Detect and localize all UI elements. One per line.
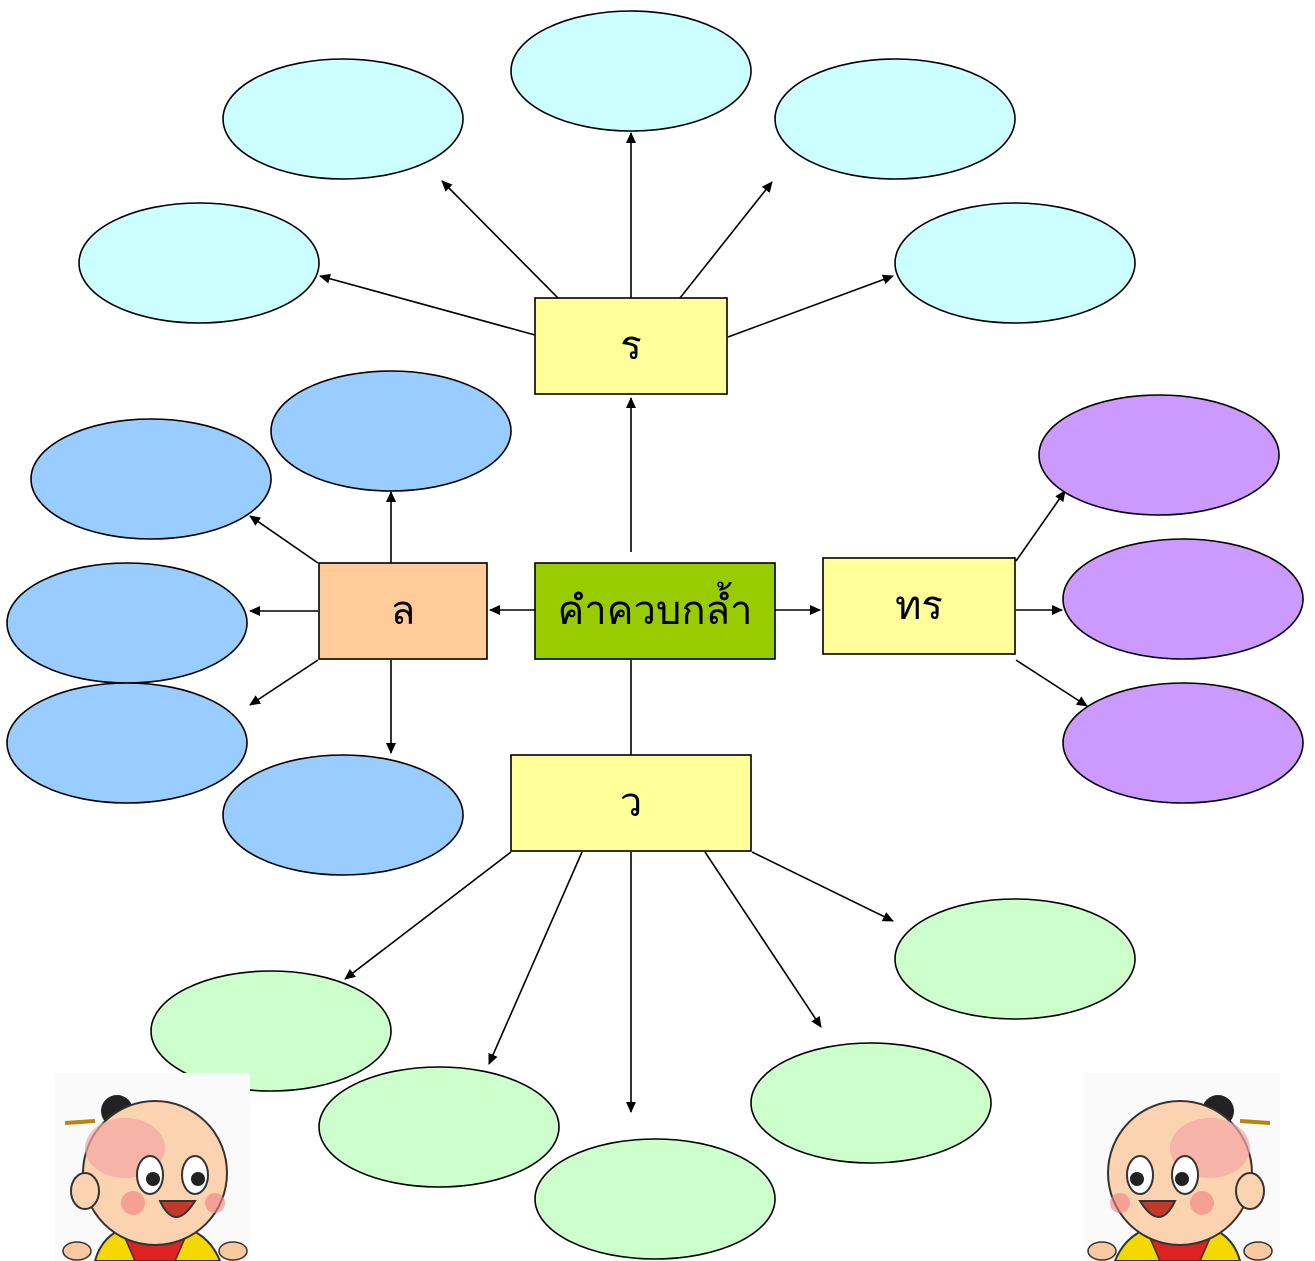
r-word-slot[interactable]	[774, 58, 1016, 180]
branch-l-label: ล	[391, 588, 416, 634]
center-box	[534, 562, 776, 660]
tr-word-slot[interactable]	[1038, 394, 1280, 516]
arrow-l-4	[249, 659, 319, 706]
branch-w-label: ว	[620, 780, 642, 826]
center-node: คำควบกล้ำ	[534, 562, 776, 660]
w-word-slot[interactable]	[750, 1042, 992, 1164]
w-word-slot[interactable]	[318, 1066, 560, 1188]
thai-child-mascot-icon	[1085, 1073, 1280, 1261]
r-word-slot[interactable]	[222, 58, 464, 180]
branch-tr-box	[822, 557, 1016, 655]
arrow-w-4	[704, 851, 822, 1028]
arrow-w-1	[344, 851, 512, 980]
branch-r-label: ร	[620, 323, 641, 369]
r-word-slots	[78, 10, 1136, 324]
branch-w-box	[510, 754, 752, 852]
l-word-slot[interactable]	[30, 418, 272, 540]
w-word-slots	[150, 898, 1136, 1260]
thai-child-mascot-icon	[55, 1073, 250, 1261]
arrow-r-1	[319, 273, 536, 336]
arrow-r-4	[679, 181, 773, 299]
l-word-slot[interactable]	[6, 682, 248, 804]
arrow-w-2	[488, 851, 583, 1065]
arrow-r-5	[727, 274, 894, 338]
branch-tr-label: ทร	[895, 583, 943, 629]
branch-w: ว	[510, 754, 752, 852]
arrow-l-1	[249, 515, 319, 564]
branch-r: ร	[534, 297, 728, 395]
branch-r-box	[534, 297, 728, 395]
w-word-slot[interactable]	[150, 970, 392, 1092]
arrow-w-5	[751, 851, 894, 922]
arrows	[249, 132, 1088, 1113]
branch-l: ล	[318, 562, 488, 660]
branch-tr: ทร	[822, 557, 1016, 655]
arrow-tr-1	[1015, 490, 1066, 562]
arrow-r-2	[441, 180, 559, 299]
l-word-slots	[6, 370, 512, 876]
w-word-slot[interactable]	[534, 1138, 776, 1260]
arrow-tr-3	[1015, 659, 1088, 707]
l-word-slot[interactable]	[6, 562, 248, 684]
w-word-slot[interactable]	[894, 898, 1136, 1020]
tr-word-slot[interactable]	[1062, 538, 1304, 660]
center-label: คำควบกล้ำ	[557, 581, 752, 634]
l-word-slot[interactable]	[270, 370, 512, 492]
branch-l-box	[318, 562, 488, 660]
l-word-slot[interactable]	[222, 754, 464, 876]
r-word-slot[interactable]	[510, 10, 752, 132]
r-word-slot[interactable]	[78, 202, 320, 324]
r-word-slot[interactable]	[894, 202, 1136, 324]
tr-word-slot[interactable]	[1062, 682, 1304, 804]
tr-word-slots	[1038, 394, 1304, 804]
